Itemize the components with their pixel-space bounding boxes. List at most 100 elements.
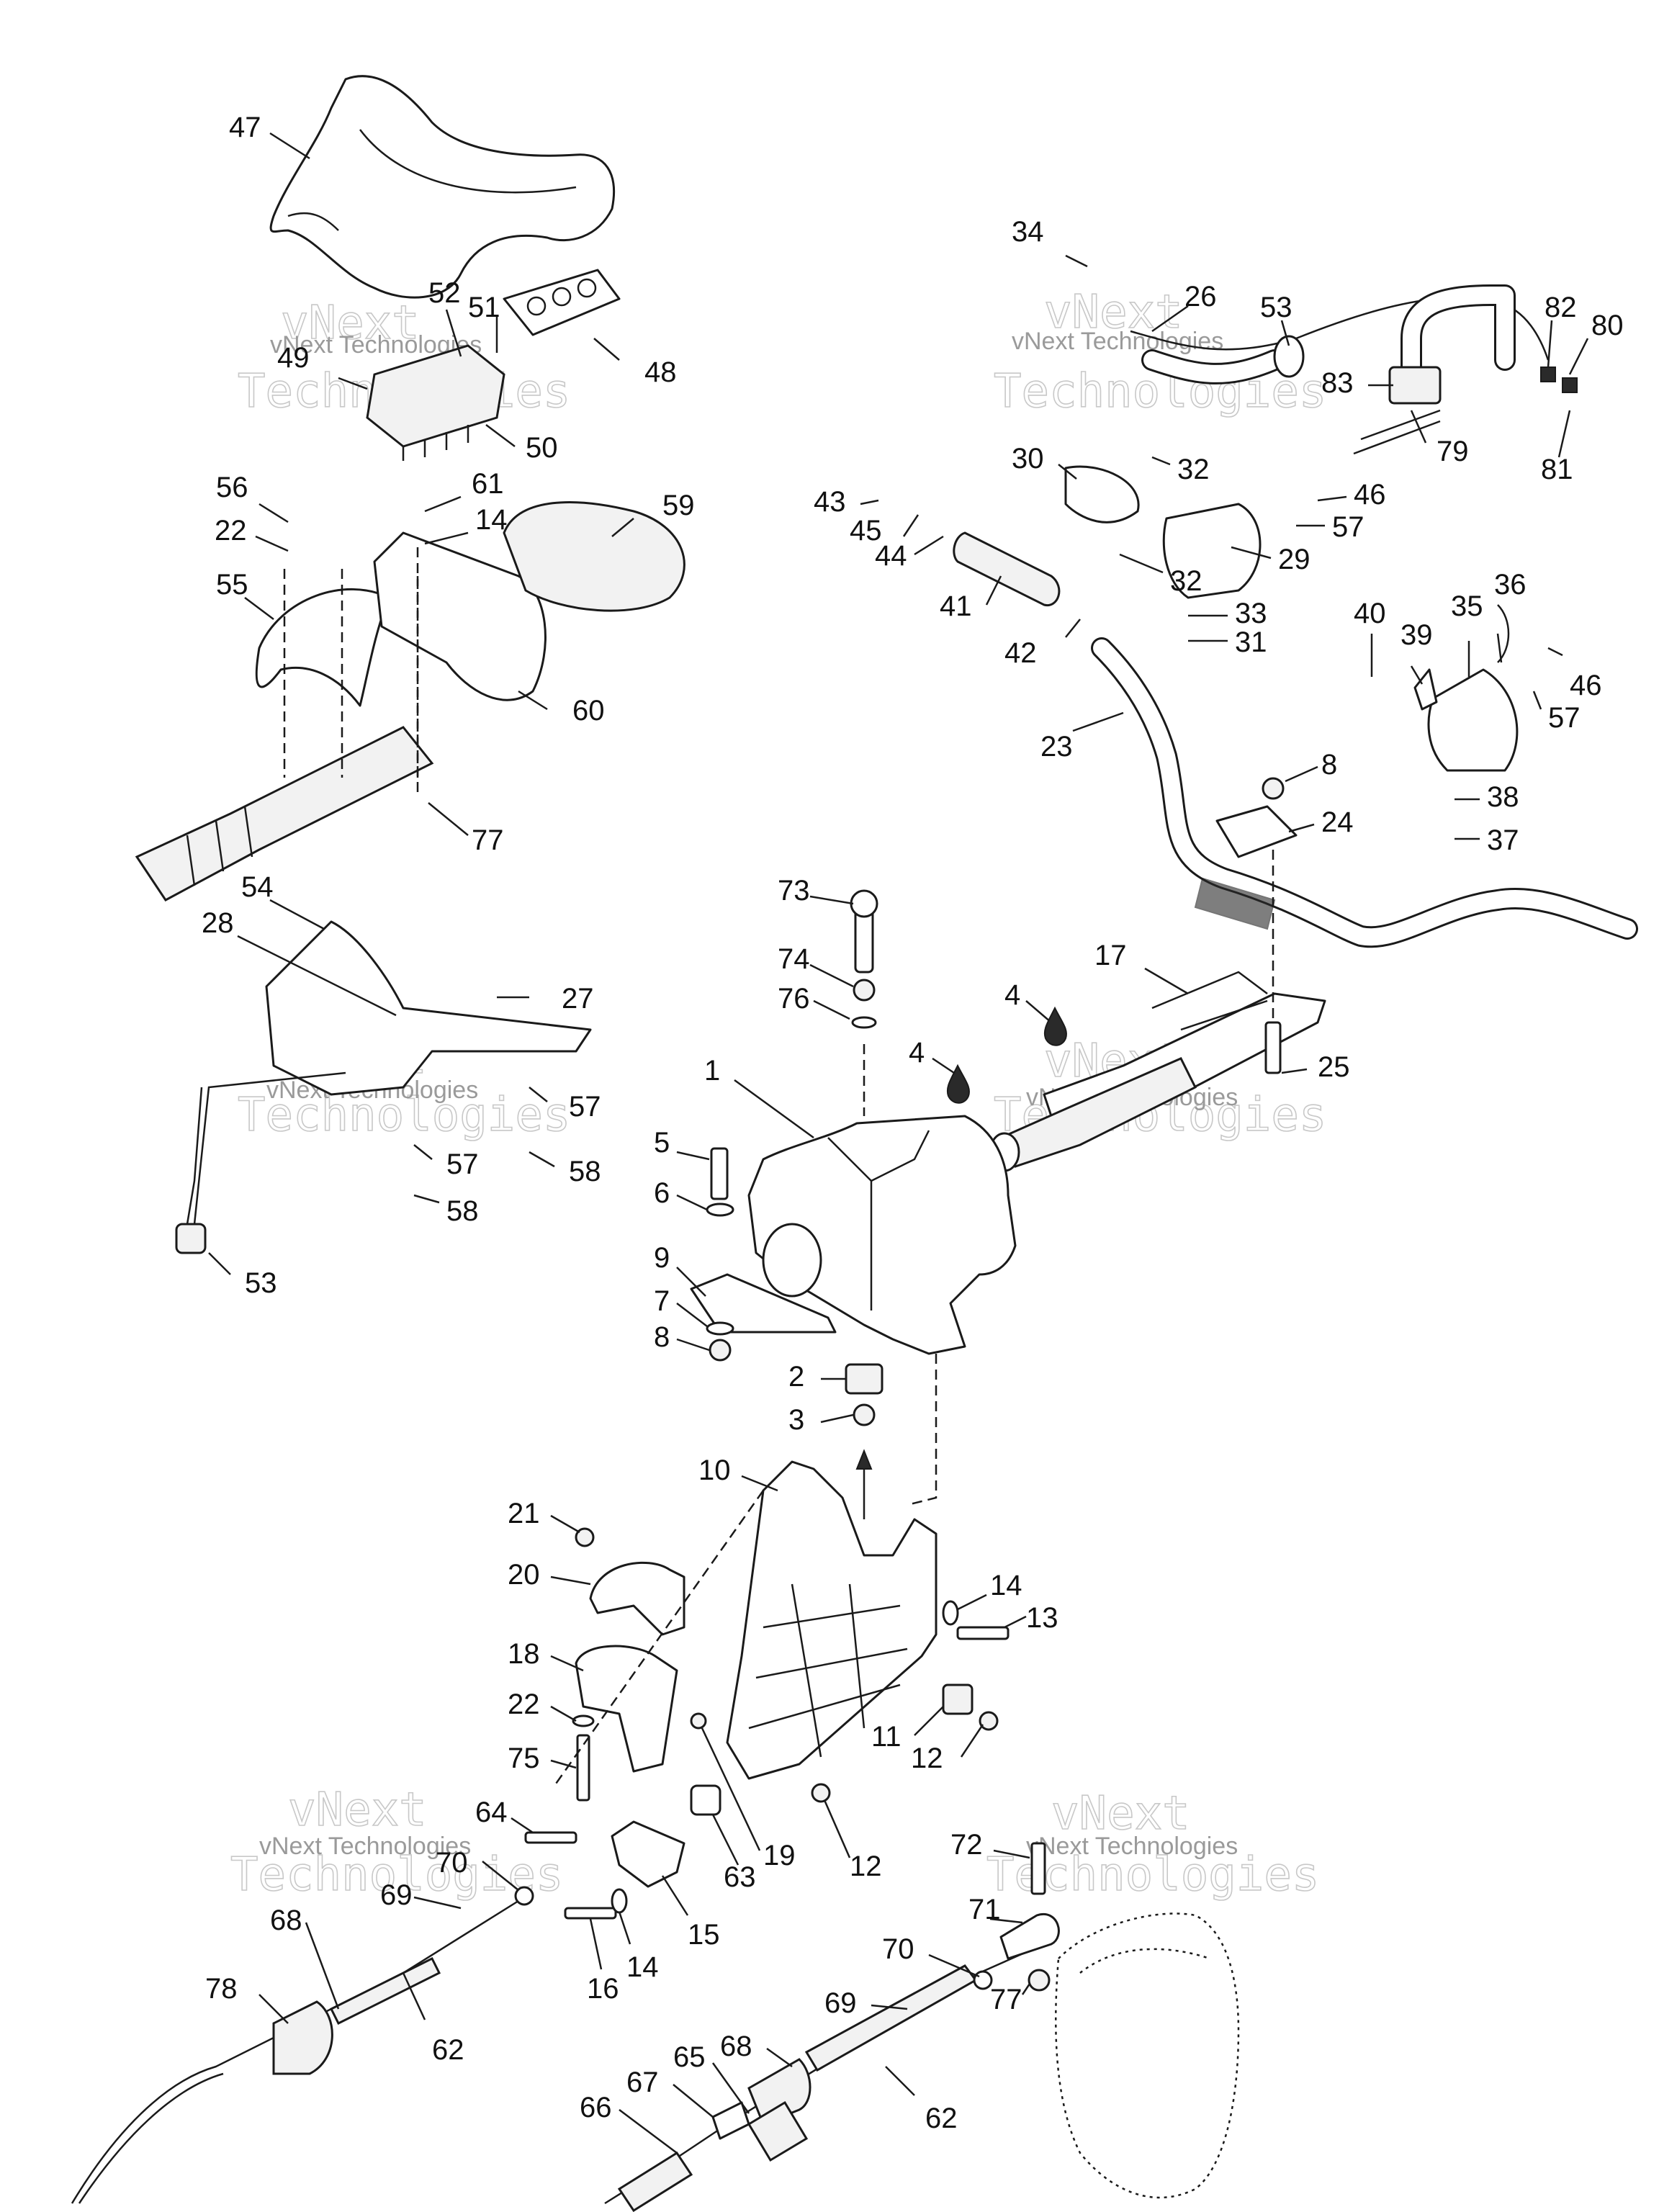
handlebar-cover bbox=[269, 75, 616, 299]
bolt-75 bbox=[576, 1734, 590, 1802]
callout-60: 60 bbox=[572, 695, 605, 727]
callout-15: 15 bbox=[688, 1919, 720, 1951]
steering-housing bbox=[747, 1115, 1017, 1355]
callout-22: 22 bbox=[508, 1689, 540, 1720]
callout-25: 25 bbox=[1318, 1051, 1350, 1083]
callout-7: 7 bbox=[654, 1285, 670, 1317]
left-grip-assembly bbox=[135, 726, 434, 902]
callout-42: 42 bbox=[1004, 637, 1037, 669]
bolt-16 bbox=[564, 1907, 617, 1920]
washer-14-lower bbox=[611, 1888, 628, 1914]
callout-14: 14 bbox=[626, 1951, 659, 1983]
jet-nozzle bbox=[1055, 1912, 1240, 2199]
steering-column bbox=[999, 1057, 1197, 1168]
switch-housing bbox=[1427, 668, 1519, 772]
callout-57: 57 bbox=[569, 1091, 601, 1123]
washer-6 bbox=[706, 1202, 734, 1217]
throttle-housing bbox=[1162, 503, 1262, 599]
watermarks: vNext Technologies vNext Technologies vN… bbox=[230, 285, 1327, 1902]
callout-41: 41 bbox=[940, 590, 972, 622]
watermark-line1: vNext bbox=[1044, 286, 1183, 339]
handlebar-pad bbox=[503, 501, 685, 612]
bolt-5 bbox=[710, 1147, 729, 1200]
callout-56: 56 bbox=[216, 472, 248, 503]
callout-57: 57 bbox=[1548, 702, 1581, 734]
callout-62: 62 bbox=[432, 2034, 464, 2066]
cable-boot-78 bbox=[272, 2000, 333, 2075]
callout-40: 40 bbox=[1354, 598, 1386, 629]
nut-8 bbox=[709, 1339, 732, 1362]
callout-52: 52 bbox=[428, 277, 461, 309]
bushing-63 bbox=[690, 1784, 721, 1816]
callout-53: 53 bbox=[1260, 292, 1292, 323]
callout-65: 65 bbox=[673, 2041, 706, 2073]
callout-80: 80 bbox=[1591, 310, 1624, 341]
watermark-line1: vNext bbox=[1051, 1787, 1190, 1840]
callout-64: 64 bbox=[475, 1797, 508, 1828]
bolt-13 bbox=[956, 1626, 1010, 1640]
nut-74 bbox=[853, 979, 876, 1002]
callout-46: 46 bbox=[1354, 479, 1386, 511]
callout-12: 12 bbox=[850, 1851, 882, 1882]
callout-69: 69 bbox=[380, 1879, 413, 1911]
ball-joint-71 bbox=[999, 1912, 1060, 1960]
assembly-lines bbox=[283, 547, 1274, 1786]
bolt-25 bbox=[1264, 1021, 1282, 1074]
callout-18: 18 bbox=[508, 1638, 540, 1670]
callout-29: 29 bbox=[1278, 544, 1310, 575]
nut-12 bbox=[979, 1711, 999, 1731]
callout-34: 34 bbox=[1012, 216, 1044, 248]
nut-12-lower bbox=[811, 1783, 831, 1803]
lower-bracket bbox=[265, 920, 592, 1096]
cable-clamp-upper bbox=[589, 1561, 685, 1636]
bolt-72 bbox=[1030, 1842, 1046, 1895]
callout-46: 46 bbox=[1570, 670, 1602, 701]
watermark-line1: vNext bbox=[281, 297, 420, 350]
cable-rod bbox=[193, 1071, 346, 1225]
lubricant-drop-icon bbox=[946, 1064, 970, 1104]
callout-83: 83 bbox=[1321, 367, 1354, 399]
nut-21 bbox=[575, 1527, 595, 1547]
callout-44: 44 bbox=[875, 540, 907, 572]
callout-57: 57 bbox=[1332, 511, 1364, 543]
callout-71: 71 bbox=[968, 1894, 1001, 1925]
callout-16: 16 bbox=[587, 1973, 619, 2005]
callout-61: 61 bbox=[472, 468, 504, 500]
callout-70: 70 bbox=[436, 1847, 468, 1879]
callout-75: 75 bbox=[508, 1743, 540, 1774]
lubricant-drop-icon bbox=[1043, 1006, 1067, 1046]
grommet bbox=[175, 1223, 207, 1254]
callout-55: 55 bbox=[216, 569, 248, 601]
callout-35: 35 bbox=[1451, 590, 1483, 622]
callout-63: 63 bbox=[724, 1861, 756, 1893]
callout-38: 38 bbox=[1487, 781, 1519, 813]
callout-47: 47 bbox=[229, 112, 261, 143]
callout-1: 1 bbox=[704, 1055, 720, 1087]
callout-11: 11 bbox=[871, 1721, 902, 1753]
callout-67: 67 bbox=[626, 2067, 659, 2098]
washer-22 bbox=[572, 1714, 595, 1727]
callout-50: 50 bbox=[526, 432, 558, 464]
nut-70 bbox=[514, 1886, 534, 1906]
bushing-11 bbox=[942, 1683, 974, 1715]
callout-77: 77 bbox=[472, 824, 504, 856]
callout-69: 69 bbox=[824, 1987, 857, 2019]
right-grip bbox=[953, 531, 1061, 606]
callout-48: 48 bbox=[644, 356, 677, 388]
callout-6: 6 bbox=[654, 1177, 670, 1209]
nut-19 bbox=[690, 1712, 707, 1730]
callout-37: 37 bbox=[1487, 824, 1519, 856]
steering-cable-left bbox=[71, 1899, 519, 2204]
callout-82: 82 bbox=[1545, 292, 1577, 323]
parts bbox=[71, 75, 1638, 2212]
callout-43: 43 bbox=[814, 486, 846, 518]
watermark-line2: Technologies bbox=[230, 1848, 563, 1902]
callout-53: 53 bbox=[245, 1267, 277, 1299]
callout-58: 58 bbox=[569, 1156, 601, 1187]
callout-17: 17 bbox=[1094, 940, 1127, 971]
callout-14: 14 bbox=[475, 504, 508, 536]
callout-62: 62 bbox=[925, 2103, 958, 2134]
clip-67 bbox=[711, 2101, 750, 2140]
callout-78: 78 bbox=[205, 1973, 238, 2005]
